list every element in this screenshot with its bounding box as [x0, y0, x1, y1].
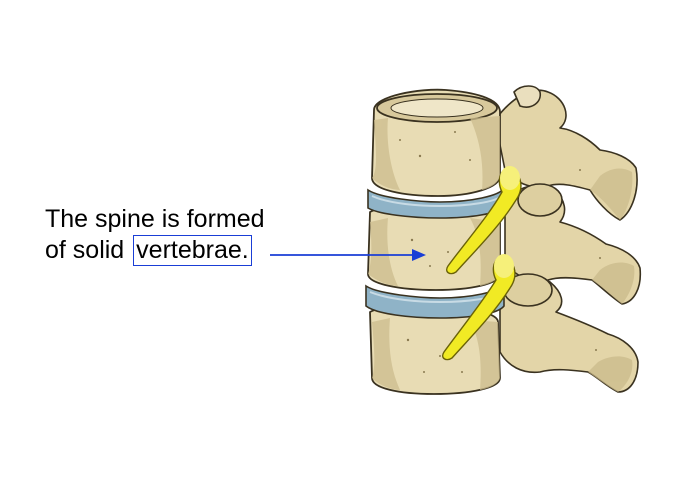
nerve-lower [442, 255, 516, 361]
bone-texture [399, 131, 601, 373]
caption-line-2-prefix: of solid [45, 236, 132, 264]
nerve-upper [446, 167, 522, 275]
vertebral-bodies [367, 88, 501, 395]
highlighted-term: vertebrae. [133, 235, 252, 266]
caption-line-1: The spine is formed [45, 205, 265, 233]
arrow-right-icon [270, 249, 426, 261]
process-shading [588, 168, 635, 392]
posterior-processes [494, 85, 642, 393]
spinal-nerves [442, 166, 522, 361]
caption-text: The spine is formed of solid vertebrae. [45, 204, 265, 266]
caption-line-2: of solid vertebrae. [45, 235, 265, 266]
